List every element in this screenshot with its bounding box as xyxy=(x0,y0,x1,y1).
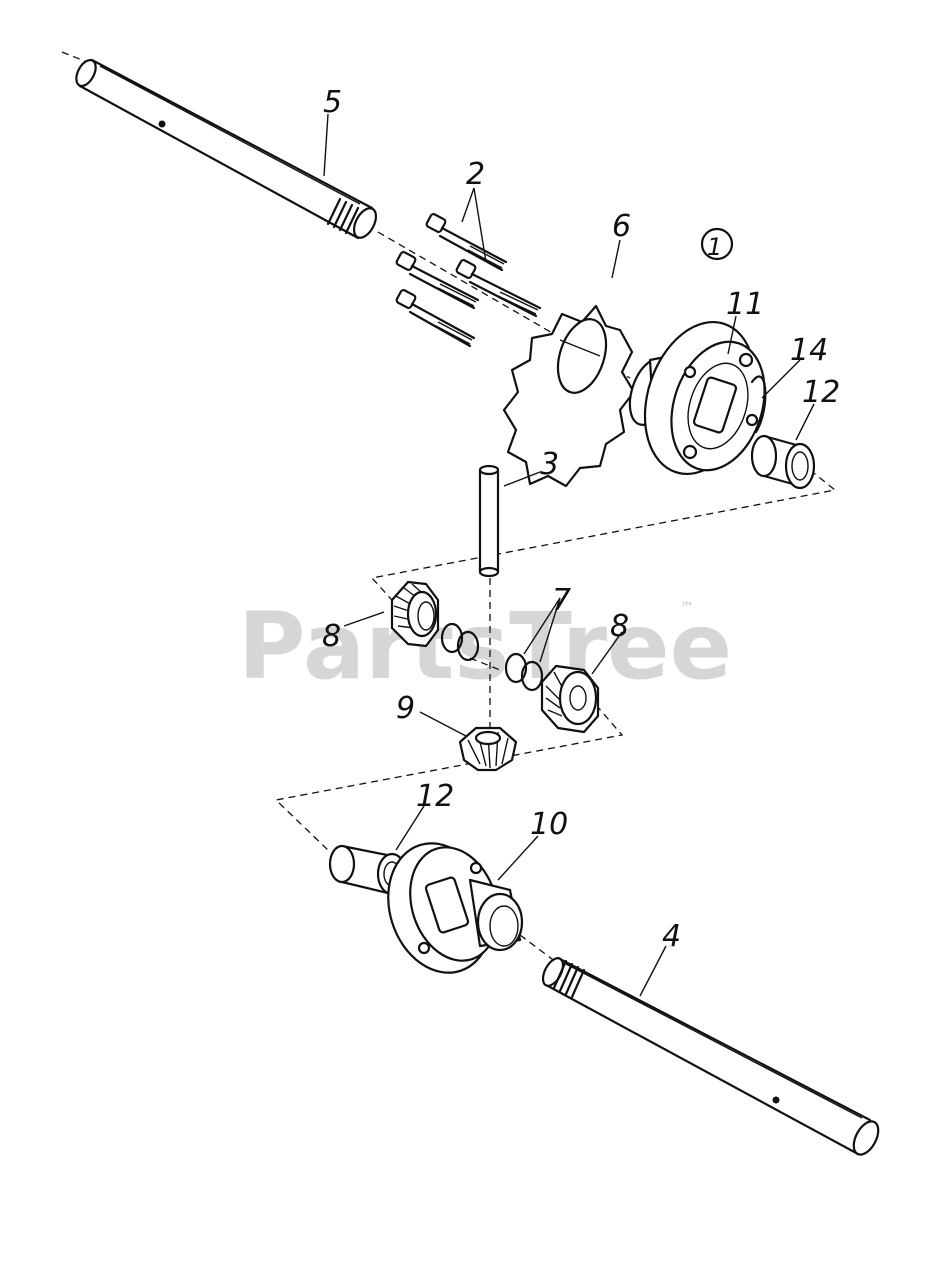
bolt xyxy=(425,213,508,272)
axle-right-hole xyxy=(772,1096,780,1104)
axle-left-hole xyxy=(158,120,166,128)
pinion-gear xyxy=(458,726,518,772)
callout-6: 6 xyxy=(612,209,631,244)
differential-housing-lower xyxy=(387,842,524,974)
washer xyxy=(504,652,544,692)
sprocket xyxy=(502,304,636,488)
watermark-text: PartsTree xyxy=(238,593,732,700)
bushing-upper xyxy=(750,434,816,490)
callouts: 5 2 6 11 14 12 3 8 7 8 9 12 10 4 xyxy=(322,85,840,954)
axle-right xyxy=(541,956,880,1156)
pin xyxy=(478,464,500,578)
callout-2: 2 xyxy=(466,157,485,192)
axle-right-threads xyxy=(552,959,586,999)
callout-14: 14 xyxy=(790,333,828,368)
callout-8-right: 8 xyxy=(610,609,629,644)
callout-12-lower: 12 xyxy=(416,779,454,814)
watermark: PartsTree ™ xyxy=(238,593,732,700)
bolts xyxy=(395,213,542,348)
washer xyxy=(440,622,480,662)
side-gear-right xyxy=(540,664,600,734)
ring xyxy=(750,375,767,434)
callout-7: 7 xyxy=(552,583,571,618)
callout-4: 4 xyxy=(662,919,681,954)
callout-11: 11 xyxy=(726,287,764,322)
bolt xyxy=(395,251,480,310)
washers xyxy=(440,622,544,692)
callout-8-left: 8 xyxy=(322,619,341,654)
view-number-marker: 1 xyxy=(700,227,734,261)
watermark-trademark: ™ xyxy=(680,600,694,616)
differential-housing-upper xyxy=(628,320,766,476)
side-gear-left xyxy=(390,580,440,648)
callout-3: 3 xyxy=(540,447,559,482)
axle-left-threads xyxy=(326,197,360,235)
bolt xyxy=(395,289,476,348)
callout-9: 9 xyxy=(396,691,415,726)
view-number: 1 xyxy=(707,233,722,261)
axle-left xyxy=(75,58,378,240)
bolt xyxy=(455,259,542,318)
assembly-lines xyxy=(61,51,837,963)
callout-5: 5 xyxy=(323,85,342,120)
leader-lines xyxy=(323,113,815,997)
callout-10: 10 xyxy=(530,807,568,842)
callout-12-upper: 12 xyxy=(802,375,840,410)
